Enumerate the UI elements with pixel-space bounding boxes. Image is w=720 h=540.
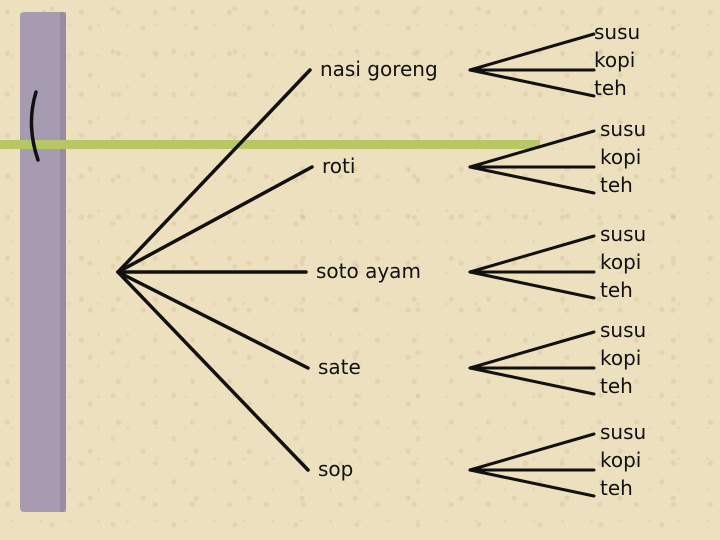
drink-label: teh [600, 476, 633, 500]
food-label: roti [322, 154, 356, 178]
drink-label: kopi [594, 48, 636, 72]
drink-label: susu [600, 318, 647, 342]
drink-list: susu kopi teh [600, 115, 646, 199]
drink-list: susu kopi teh [594, 18, 640, 102]
drink-label: susu [600, 420, 647, 444]
food-label: soto ayam [316, 259, 421, 283]
drink-label: susu [600, 117, 647, 141]
drink-label: kopi [600, 250, 642, 274]
drink-label: teh [594, 76, 627, 100]
drink-list: susu kopi teh [600, 418, 646, 502]
drink-label: teh [600, 278, 633, 302]
food-branch-line [116, 270, 310, 370]
food-branch-line [116, 165, 314, 274]
drink-label: kopi [600, 448, 642, 472]
drink-branch-line [468, 234, 596, 274]
food-branch-line [116, 270, 310, 472]
drink-label: kopi [600, 346, 642, 370]
drink-branch-line [468, 129, 596, 169]
drink-branch-line [468, 32, 596, 72]
drink-label: teh [600, 173, 633, 197]
food-label: sop [318, 457, 354, 481]
bracket-mark [29, 90, 40, 162]
drink-branch-line [468, 432, 596, 472]
drink-label: kopi [600, 145, 642, 169]
drink-branch-line [468, 270, 596, 300]
drink-label: susu [600, 222, 647, 246]
drink-branch-line [468, 330, 596, 370]
side-bar [20, 12, 66, 512]
drink-list: susu kopi teh [600, 316, 646, 400]
branch-lines [116, 32, 596, 498]
drink-label: susu [594, 20, 641, 44]
accent-line [0, 140, 540, 149]
drink-branch-line [468, 165, 596, 195]
food-label: nasi goreng [320, 57, 438, 81]
drink-list: susu kopi teh [600, 220, 646, 304]
drink-branch-line [468, 366, 596, 396]
food-branch-line [116, 68, 312, 274]
food-label: sate [318, 355, 361, 379]
drink-branch-line [468, 68, 596, 98]
drink-label: teh [600, 374, 633, 398]
drink-branch-line [468, 468, 596, 498]
side-bar-edge [60, 12, 66, 512]
